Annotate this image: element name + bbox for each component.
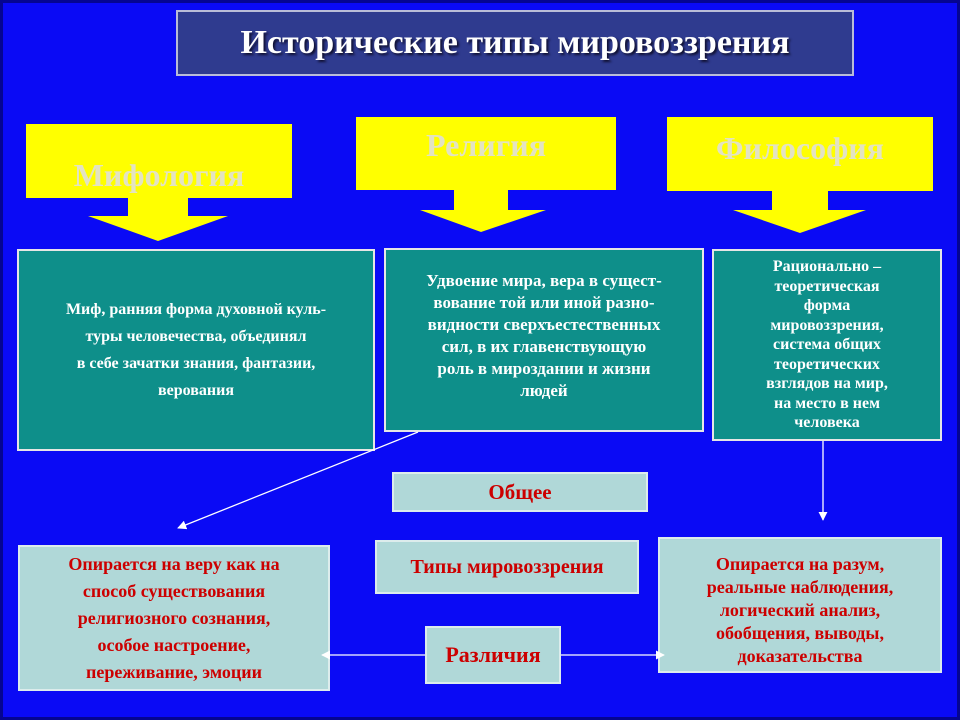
religion-description-box: Удвоение мира, вера в сущест- вование то… [384,248,704,432]
slide-title: Исторические типы мировоззрения [240,24,790,61]
mythology-description: Миф, ранняя форма духовной куль- туры че… [65,301,327,399]
down-arrow-icon [733,189,866,233]
title-box: Исторические типы мировоззрения [176,10,854,76]
religion-difference: Опирается на веру как на способ существо… [68,553,280,682]
banner-mythology-label: Мифология [73,156,245,193]
differences-label: Различия [445,642,541,667]
mythology-description-box: Миф, ранняя форма духовной куль- туры че… [17,249,375,451]
differences-label-box: Различия [425,626,561,684]
down-arrow-icon [88,196,228,241]
banner-religion-label: Религия [426,127,546,163]
banner-religion: Религия [356,117,616,190]
common-label-box: Общее [392,472,648,512]
philosophy-description-box: Рационально – теоретическая форма мирово… [712,249,942,441]
philosophy-difference-box: Опирается на разум, реальные наблюдения,… [658,537,942,673]
philosophy-difference: Опирается на разум, реальные наблюдения,… [706,553,894,666]
religion-description: Удвоение мира, вера в сущест- вование то… [426,271,662,400]
down-arrow-icon [420,188,546,232]
philosophy-description: Рационально – теоретическая форма мирово… [766,258,888,432]
banner-philosophy-label: Философия [716,129,884,166]
banner-mythology: Мифология [26,124,292,198]
religion-difference-box: Опирается на веру как на способ существо… [18,545,330,691]
banner-philosophy: Философия [667,117,933,191]
center-label-box: Типы мировоззрения [375,540,639,594]
center-label: Типы мировоззрения [410,555,604,578]
common-label: Общее [488,479,552,504]
